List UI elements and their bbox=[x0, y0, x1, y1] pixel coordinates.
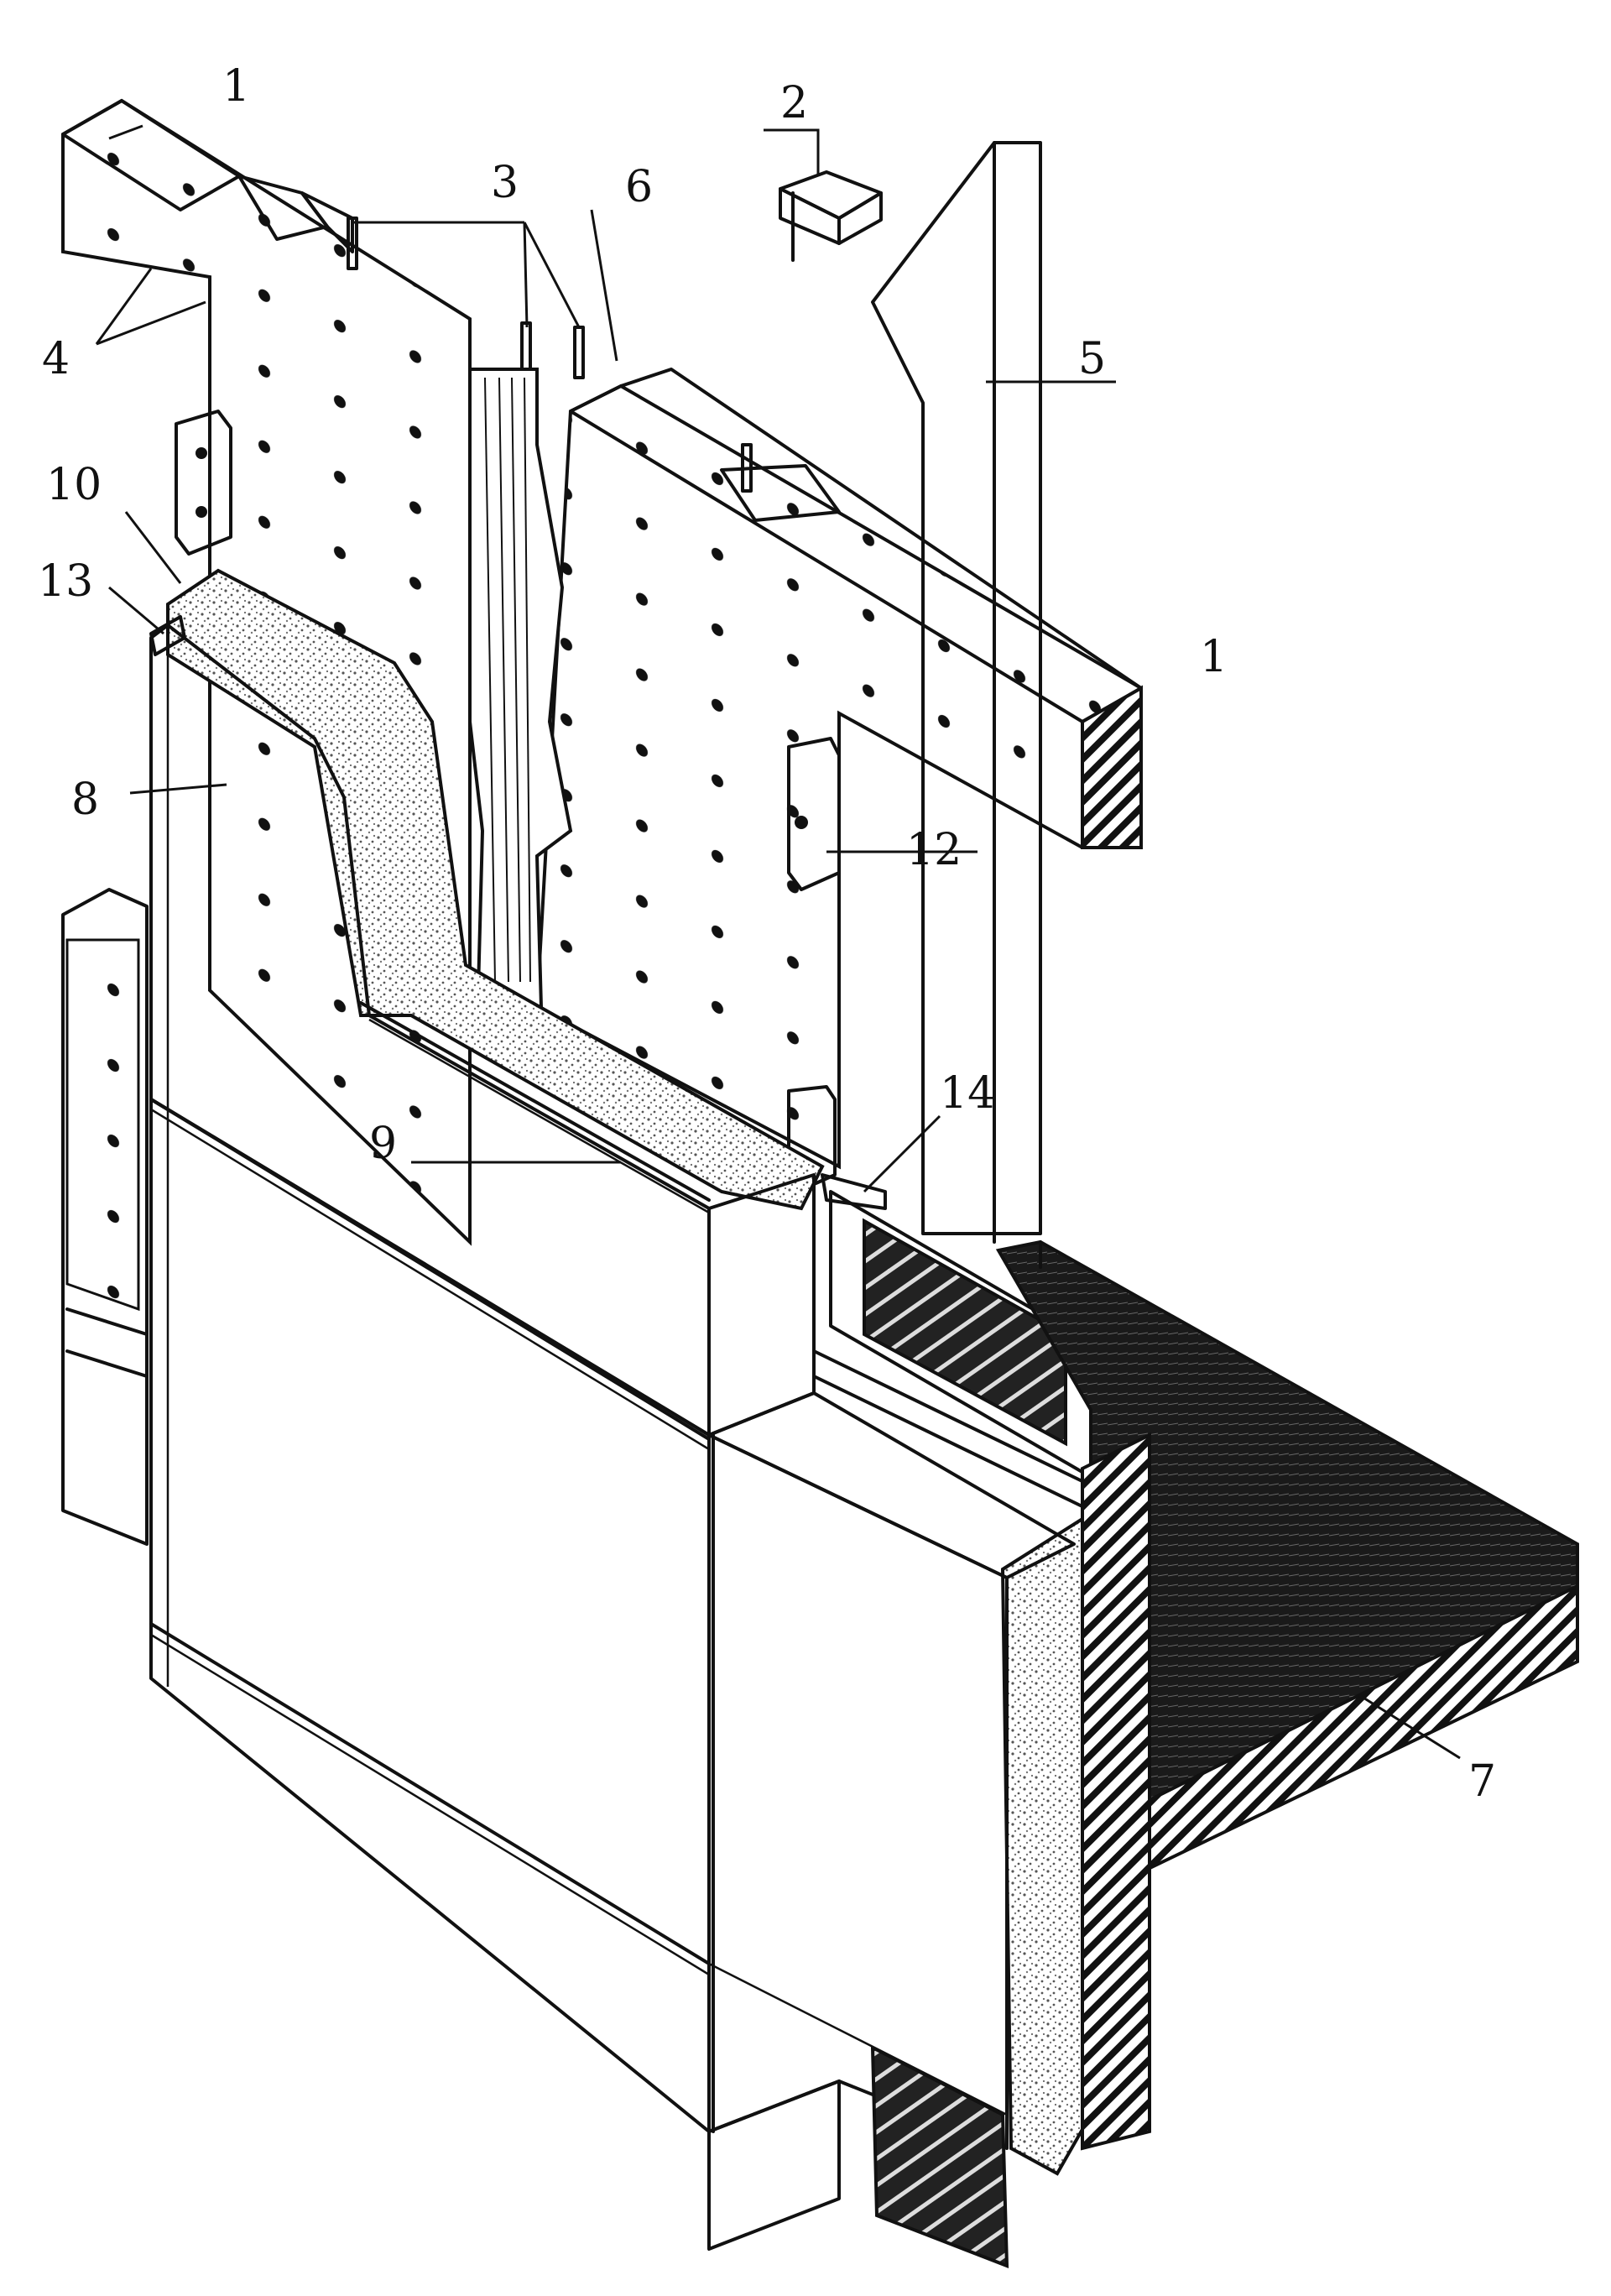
left-column bbox=[61, 888, 149, 1546]
label-beam-right: 1 bbox=[1200, 632, 1228, 682]
label-holes: 4 bbox=[42, 334, 70, 384]
panel bbox=[149, 624, 1076, 2268]
frame bbox=[149, 615, 186, 656]
label-insulation: 10 bbox=[46, 460, 102, 510]
bracket bbox=[175, 410, 841, 1193]
joint bbox=[468, 368, 573, 1010]
sill bbox=[812, 1173, 1092, 1512]
label-panel: 8 bbox=[71, 775, 99, 825]
channel bbox=[359, 1001, 711, 1214]
label-joint: 6 bbox=[625, 162, 653, 212]
label-bolts: 3 bbox=[491, 158, 519, 208]
leader-lines bbox=[95, 124, 1461, 1760]
insulation bbox=[166, 568, 1093, 2176]
label-beam-top: 1 bbox=[222, 61, 250, 112]
label-column: 5 bbox=[1078, 334, 1106, 384]
callout-labels: 1 1 2 3 4 5 6 7 8 9 10 12 13 14 bbox=[38, 61, 1496, 1807]
label-bracket: 12 bbox=[906, 825, 962, 875]
block bbox=[779, 170, 883, 262]
label-sill: 14 bbox=[940, 1068, 995, 1119]
label-slab: 7 bbox=[1468, 1756, 1496, 1807]
label-frame: 13 bbox=[38, 556, 93, 607]
slab bbox=[995, 1239, 1579, 2151]
label-block: 2 bbox=[780, 78, 808, 128]
label-channel: 9 bbox=[369, 1119, 397, 1169]
